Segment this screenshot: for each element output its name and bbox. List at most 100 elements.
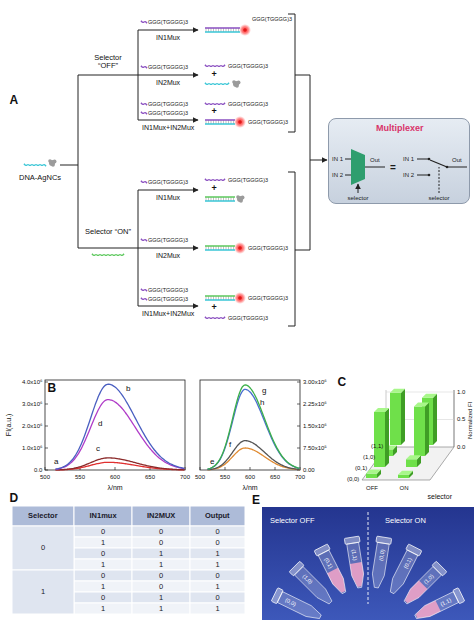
table-cell bbox=[132, 603, 190, 614]
table-cell bbox=[74, 603, 132, 614]
table-header: Output bbox=[205, 512, 230, 520]
table-cell bbox=[190, 603, 245, 614]
table-cell bbox=[132, 592, 190, 603]
result-bar bbox=[398, 471, 413, 478]
dna-strand bbox=[205, 123, 235, 125]
cluster-dot bbox=[239, 199, 243, 203]
control-label: selector bbox=[429, 195, 450, 202]
table-header: Selector bbox=[28, 512, 58, 520]
table-cell bbox=[132, 548, 190, 559]
dna-strand bbox=[205, 119, 235, 121]
tube-body bbox=[347, 542, 366, 588]
port-label: IN 1 bbox=[403, 156, 414, 163]
table-cell: 0 bbox=[101, 550, 105, 558]
silver-cluster bbox=[236, 195, 244, 203]
category-label: OFF bbox=[366, 485, 378, 492]
tick-label: 4.0x10⁶ bbox=[22, 379, 42, 386]
axis-title: Normalized FI bbox=[467, 401, 474, 438]
bar-top bbox=[398, 471, 413, 475]
tick-mark bbox=[45, 470, 48, 471]
tick-label: 700 bbox=[180, 474, 190, 481]
reaction-arrow bbox=[138, 30, 198, 31]
cluster-dot bbox=[232, 80, 236, 84]
emission-curve bbox=[208, 385, 300, 469]
sample-name: DNA-AgNCs bbox=[19, 174, 61, 182]
bar-side bbox=[385, 408, 389, 467]
table-cell: 0 bbox=[216, 528, 220, 536]
axis-title: selector bbox=[428, 493, 453, 501]
reaction-arrow bbox=[138, 306, 198, 307]
category-label: (0,0) bbox=[347, 476, 359, 483]
bar-front bbox=[366, 474, 377, 478]
dna-strand bbox=[205, 317, 225, 319]
dna-strand bbox=[92, 254, 124, 256]
node-title: Multiplexer bbox=[376, 124, 424, 134]
sample-tube bbox=[314, 544, 351, 596]
photo-caption: Selector OFF bbox=[270, 517, 315, 525]
curve-letter: a bbox=[54, 458, 58, 467]
tube-cap bbox=[406, 544, 422, 556]
divider-line bbox=[368, 512, 369, 604]
panel-a-scheme bbox=[24, 14, 327, 326]
photo-caption: Selector ON bbox=[385, 517, 426, 525]
tick-label: 2.0x10⁶ bbox=[22, 423, 42, 430]
switch-contact bbox=[428, 158, 431, 161]
tube-body bbox=[413, 592, 459, 620]
tube-cap bbox=[432, 561, 447, 576]
dna-duplex bbox=[205, 120, 235, 124]
axis-title: λ/nm bbox=[243, 484, 258, 492]
strand-sequence: GGG(TGGGG)3 bbox=[228, 315, 268, 321]
strand-sequence: GGG(TGGGG)3 bbox=[228, 101, 268, 107]
table-cell: 0 bbox=[159, 528, 163, 536]
table-cell: 1 bbox=[101, 561, 105, 569]
table-header: IN1mux bbox=[90, 512, 117, 520]
axis-title: λ/nm bbox=[108, 484, 123, 492]
table-cell bbox=[190, 581, 245, 592]
table-cell: 0 bbox=[159, 572, 163, 580]
dna-strand bbox=[141, 103, 147, 105]
bar-front bbox=[390, 393, 401, 445]
emission-glow bbox=[239, 24, 251, 36]
control-arrow bbox=[358, 184, 359, 193]
wire bbox=[345, 175, 351, 176]
panel-letter: A bbox=[10, 94, 19, 107]
bar-front bbox=[374, 412, 385, 467]
tick-mark bbox=[185, 467, 186, 470]
tick-label: 650 bbox=[270, 474, 280, 481]
table-cell bbox=[132, 570, 190, 581]
table-header: IN2MUX bbox=[147, 512, 175, 520]
silver-cluster bbox=[48, 159, 56, 167]
table-cell: 0 bbox=[216, 539, 220, 547]
result-bar bbox=[366, 470, 381, 478]
table-cell bbox=[190, 592, 245, 603]
tick-mark bbox=[45, 448, 48, 449]
table-cell: 1 bbox=[41, 588, 45, 596]
axis-title: FI(a.u.) bbox=[5, 414, 13, 437]
panel-d-truth-table bbox=[12, 506, 245, 614]
tick-label: 500 bbox=[40, 474, 50, 481]
plot-frame bbox=[200, 380, 300, 470]
tick-label: 3.00x10⁶ bbox=[303, 379, 327, 386]
table-cell: 1 bbox=[159, 594, 163, 602]
line bbox=[60, 165, 78, 166]
header-cell bbox=[74, 506, 132, 526]
dna-strand bbox=[141, 66, 147, 68]
sample-tube bbox=[369, 536, 392, 589]
cluster-dot bbox=[237, 81, 241, 85]
bar-top bbox=[390, 389, 405, 393]
tick-mark bbox=[200, 467, 201, 470]
dna-strand bbox=[205, 27, 240, 29]
bracket bbox=[288, 14, 295, 132]
wire bbox=[447, 167, 467, 168]
curve-letter: d bbox=[98, 420, 102, 429]
merged-cell bbox=[12, 570, 74, 614]
strand-sequence: GGG(TGGGG)3 bbox=[148, 101, 188, 107]
panel-e-photo bbox=[262, 507, 474, 620]
bar-front bbox=[414, 407, 425, 457]
panel-letter: C bbox=[338, 376, 347, 389]
dna-strand bbox=[205, 200, 235, 202]
bar-top bbox=[406, 455, 421, 459]
bar-side bbox=[401, 389, 405, 445]
tick-label: 600 bbox=[110, 474, 120, 481]
